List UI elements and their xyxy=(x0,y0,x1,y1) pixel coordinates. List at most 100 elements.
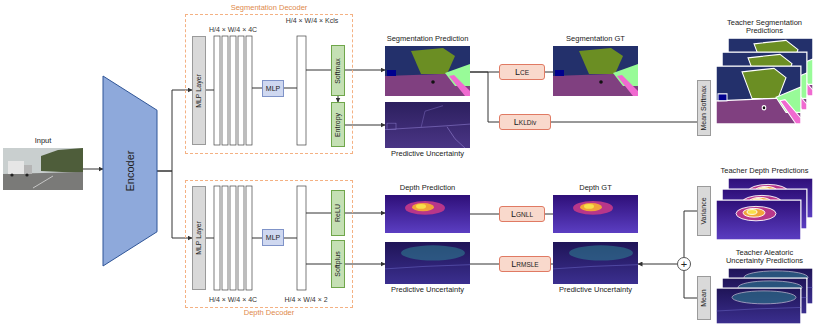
output-image xyxy=(385,46,470,96)
feature-planes xyxy=(230,186,236,290)
dimension-label: H/4 × W/4 × Kcls xyxy=(286,17,339,25)
connector xyxy=(638,264,677,265)
target-image: Segmentation GT xyxy=(553,46,638,96)
connector xyxy=(470,264,499,265)
teacher-stack xyxy=(716,200,801,240)
node-label: Encoder xyxy=(124,151,137,192)
layer-box: MLP Layer xyxy=(192,186,206,290)
connector xyxy=(551,264,553,265)
reduce-box: Variance xyxy=(697,186,711,236)
teacher-stack xyxy=(716,66,801,124)
loss-box: LRMSLE xyxy=(499,256,551,272)
node-label: LKLDiv xyxy=(514,117,536,127)
node-heading: Segmentation Prediction xyxy=(387,35,469,44)
dimension-label: H/4 × W/4 × 4C xyxy=(209,296,257,304)
loss-box: LKLDiv xyxy=(499,114,551,130)
output-image xyxy=(553,195,638,233)
node-heading: Depth GT xyxy=(579,184,612,193)
activation-box: Softmax xyxy=(331,45,345,96)
feature-wire xyxy=(252,88,262,89)
feature-planes xyxy=(238,186,244,290)
target-image: Depth GT xyxy=(553,195,638,233)
encoder-shape xyxy=(103,76,157,266)
node-heading: Teacher Aleatoric Uncertainty Prediction… xyxy=(719,249,811,266)
node-label: LGNLL xyxy=(511,209,533,219)
node-heading: Predictive Uncertainty xyxy=(391,286,464,295)
output-image xyxy=(553,242,638,284)
connector xyxy=(470,72,499,122)
teacher-stack xyxy=(716,200,801,240)
node-label: Softplus xyxy=(334,251,342,276)
node-label: + xyxy=(681,258,687,271)
node-label: ReLU xyxy=(334,204,342,222)
connector xyxy=(551,122,697,123)
feature-planes xyxy=(214,36,220,145)
output-image: Predictive Uncertainty xyxy=(385,102,470,148)
feature-wire xyxy=(284,238,297,239)
feature-planes xyxy=(297,36,306,145)
connector xyxy=(157,90,192,171)
node-label: MLP xyxy=(266,233,280,241)
connector xyxy=(345,125,385,126)
feature-planes xyxy=(214,36,306,290)
output-image xyxy=(385,242,470,284)
target-image: Predictive Uncertainty xyxy=(553,242,638,284)
sum-shape xyxy=(678,258,691,271)
connector xyxy=(684,271,697,298)
teacher-stack xyxy=(716,288,801,324)
output-image: Predictive Uncertainty xyxy=(385,242,470,284)
node-label: LCE xyxy=(515,67,529,77)
feature-planes xyxy=(222,186,228,290)
connector xyxy=(157,171,192,238)
connector xyxy=(545,214,553,215)
output-image xyxy=(385,102,470,148)
decoder-group: Segmentation DecoderMLP LayerMLPSoftmaxE… xyxy=(185,14,353,154)
connector xyxy=(345,70,385,71)
loss-box: LGNLL xyxy=(499,206,545,222)
feature-planes xyxy=(246,186,252,290)
output-image: Depth Prediction xyxy=(385,195,470,233)
mlp-box: MLP xyxy=(262,229,284,246)
activation-box: Softplus xyxy=(331,240,345,288)
feature-wire xyxy=(306,213,331,214)
activation-box: Entropy xyxy=(331,102,345,147)
node-label: Softmax xyxy=(334,58,342,84)
node-heading: Teacher Segmentation Predictions xyxy=(725,19,805,36)
teacher-stack: Teacher Depth Predictions xyxy=(716,178,813,240)
feature-wire xyxy=(206,90,214,91)
connector xyxy=(345,213,385,214)
feature-planes xyxy=(222,36,228,145)
sum-node: + xyxy=(677,257,691,271)
output-image xyxy=(385,195,470,233)
node-label: Variance xyxy=(700,197,708,224)
node-label: MLP Layer xyxy=(195,74,203,108)
mlp-box: MLP xyxy=(262,80,284,97)
encoder-block: Encoder xyxy=(103,76,157,266)
output-image xyxy=(553,46,638,96)
node-heading: Input xyxy=(35,137,52,146)
feature-planes xyxy=(238,36,244,145)
feature-planes xyxy=(297,186,306,290)
feature-wire xyxy=(206,70,331,264)
node-label: Mean Softmax xyxy=(700,85,708,130)
node-heading: Depth Prediction xyxy=(400,184,455,193)
connector xyxy=(345,264,385,265)
loss-box: LCE xyxy=(499,64,545,80)
node-heading: Depth Decoder xyxy=(244,309,294,318)
input-image xyxy=(3,148,83,190)
node-label: LRMSLE xyxy=(511,259,538,269)
feature-wire xyxy=(252,238,262,239)
feature-wire xyxy=(206,238,214,239)
teacher-stack xyxy=(716,66,801,124)
input-image: Input xyxy=(3,148,83,190)
node-heading: Teacher Depth Predictions xyxy=(721,167,809,176)
decoder-group: Depth DecoderMLP LayerMLPReLUSoftplus xyxy=(185,180,353,308)
feature-wire xyxy=(284,88,297,89)
teacher-stack xyxy=(716,288,801,324)
node-heading: Segmentation GT xyxy=(566,35,625,44)
dimension-label: H/4 × W/4 × 2 xyxy=(284,296,327,304)
node-label: Entropy xyxy=(334,112,342,136)
feature-planes xyxy=(246,36,252,145)
layer-box: MLP Layer xyxy=(192,36,206,145)
connector xyxy=(83,169,103,170)
